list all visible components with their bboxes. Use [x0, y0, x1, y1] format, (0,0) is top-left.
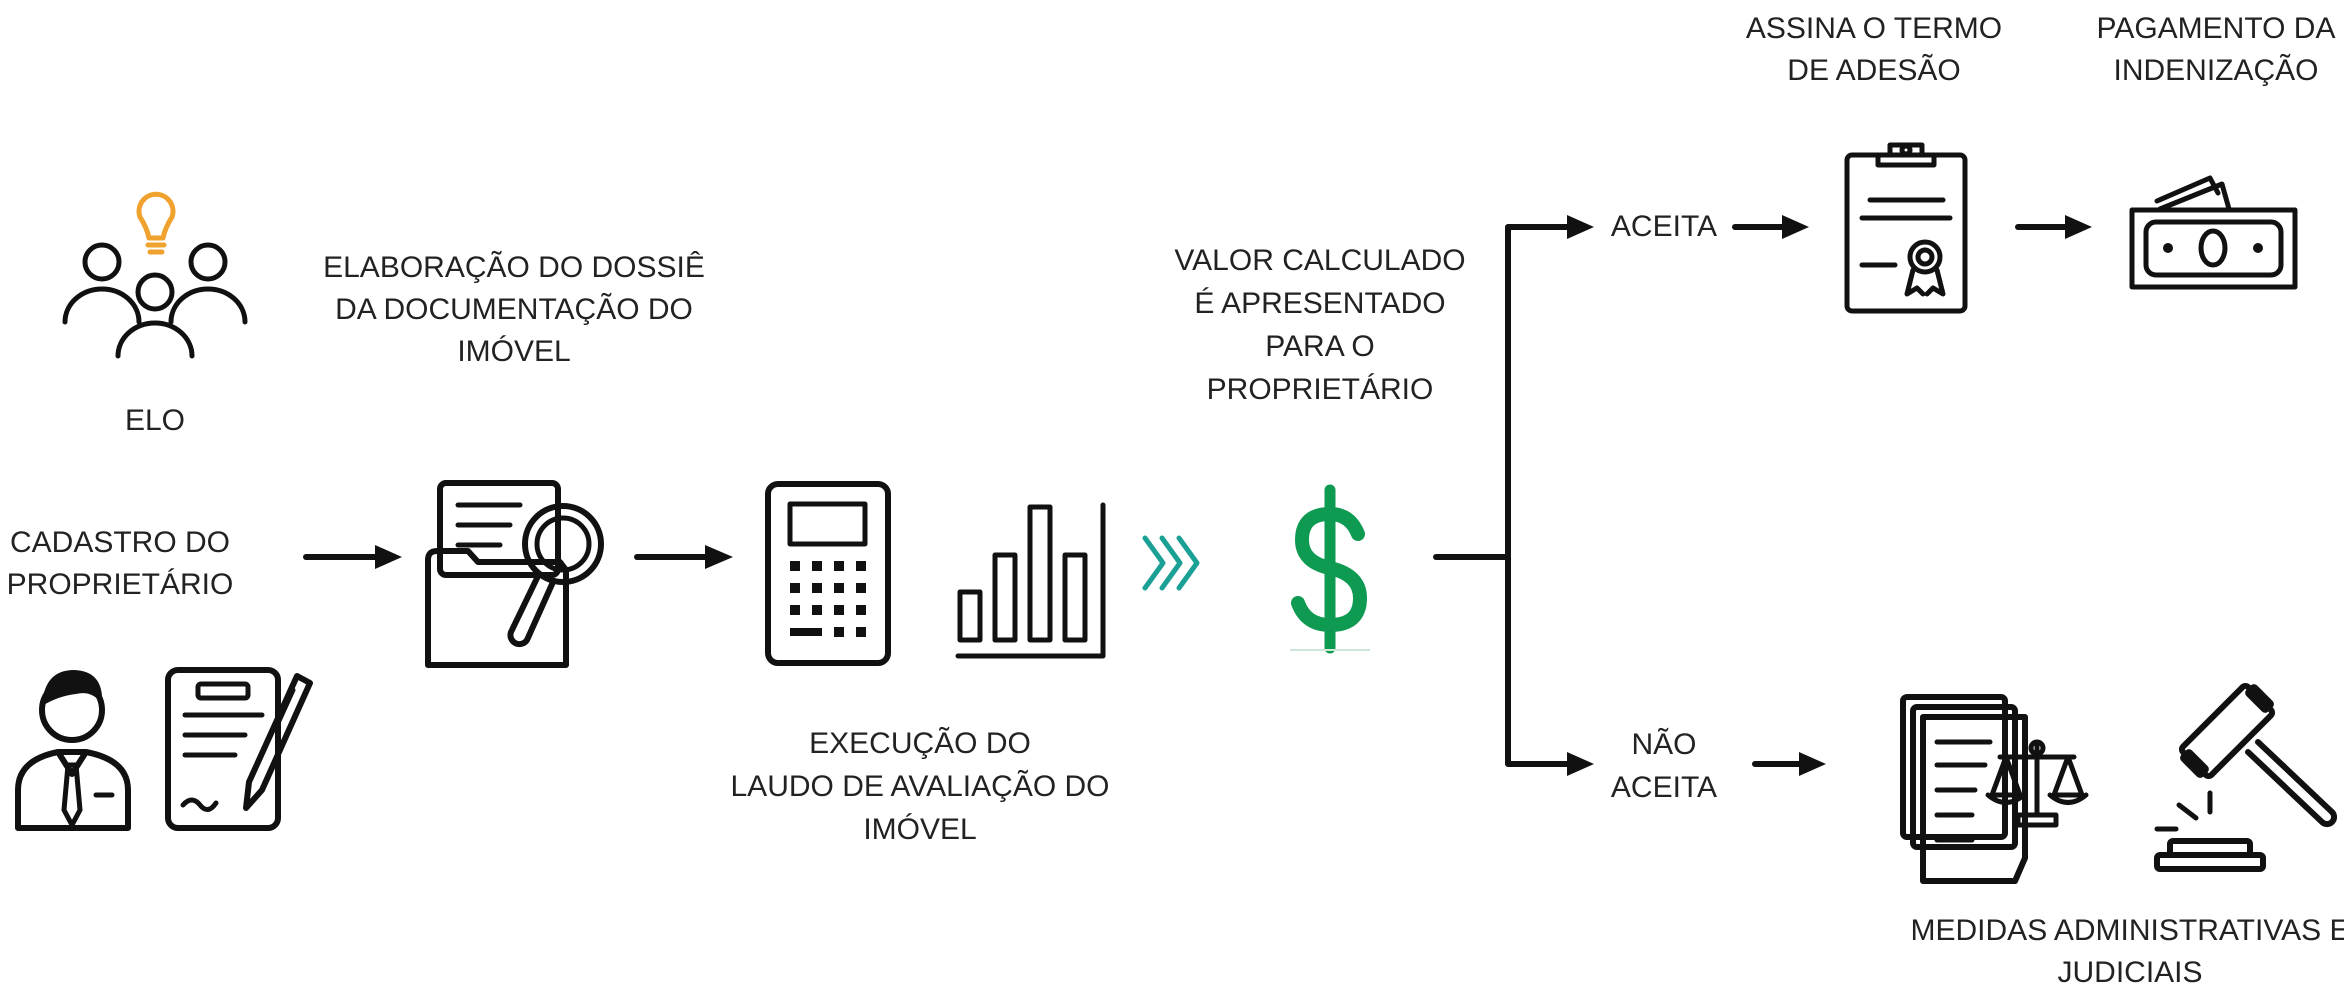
- label-laudo-line2: LAUDO DE AVALIAÇÃO DO: [731, 769, 1110, 803]
- label-pagamento-line1: PAGAMENTO DA: [2097, 12, 2336, 45]
- arrow-nao-aceita-to-medidas: [1752, 752, 1826, 776]
- label-termo: ASSINA O TERMO DE ADESÃO: [1746, 12, 2002, 87]
- label-medidas-line1: MEDIDAS ADMINISTRATIVAS E: [1911, 914, 2344, 947]
- businessman-icon: [15, 670, 131, 831]
- label-laudo-line1: EXECUÇÃO DO: [809, 726, 1031, 760]
- label-dossie: ELABORAÇÃO DO DOSSIÊ DA DOCUMENTAÇÃO DO …: [323, 250, 705, 368]
- chevrons-icon: [1142, 535, 1200, 591]
- label-termo-line2: DE ADESÃO: [1787, 53, 1960, 87]
- label-laudo: EXECUÇÃO DO LAUDO DE AVALIAÇÃO DO IMÓVEL: [731, 726, 1110, 846]
- arrow-aceita-to-termo: [1732, 215, 1809, 239]
- label-termo-line1: ASSINA O TERMO: [1746, 12, 2002, 45]
- label-pagamento-line2: INDENIZAÇÃO: [2113, 53, 2318, 87]
- label-valor: VALOR CALCULADO É APRESENTADO PARA O PRO…: [1174, 244, 1465, 406]
- label-valor-line1: VALOR CALCULADO: [1174, 244, 1465, 277]
- arrow-cadastro-to-dossie: [303, 545, 402, 569]
- calculator-icon: [765, 481, 891, 666]
- calculator-keys: [790, 561, 866, 637]
- team-icon: [62, 191, 248, 359]
- label-valor-line4: PROPRIETÁRIO: [1207, 373, 1434, 406]
- certificate-clipboard-icon: [1844, 142, 1968, 314]
- label-aceita: ACEITA: [1611, 210, 1717, 243]
- label-laudo-line3: IMÓVEL: [863, 813, 976, 846]
- label-dossie-line3: IMÓVEL: [457, 335, 570, 368]
- gavel-icon: [2154, 682, 2338, 872]
- arrow-termo-to-pagamento: [2015, 215, 2092, 239]
- legal-documents-icon: [1900, 694, 2089, 884]
- contract-signing-icon: [165, 667, 313, 831]
- label-valor-line3: PARA O: [1265, 330, 1374, 363]
- label-elo: ELO: [125, 404, 185, 437]
- label-medidas-line2: JUDICIAIS: [2057, 956, 2202, 987]
- bar-chart-icon: [955, 502, 1106, 659]
- money-bills-icon: [2129, 175, 2298, 290]
- dollar-sign-icon: [1290, 484, 1370, 654]
- branch-connector: [1433, 215, 1594, 776]
- label-cadastro-line1: CADASTRO DO: [10, 526, 230, 559]
- arrow-dossie-to-laudo: [634, 545, 733, 569]
- label-pagamento: PAGAMENTO DA INDENIZAÇÃO: [2097, 12, 2336, 87]
- label-nao-aceita-line2: ACEITA: [1611, 771, 1717, 804]
- label-cadastro: CADASTRO DO PROPRIETÁRIO: [7, 526, 234, 601]
- folder-search-icon: [425, 480, 604, 668]
- label-nao-aceita: NÃO ACEITA: [1611, 727, 1717, 804]
- lightbulb-icon: [136, 191, 176, 255]
- label-medidas: MEDIDAS ADMINISTRATIVAS E JUDICIAIS: [1911, 914, 2344, 987]
- label-dossie-line1: ELABORAÇÃO DO DOSSIÊ: [323, 250, 705, 284]
- label-valor-line2: É APRESENTADO: [1194, 287, 1445, 320]
- label-nao-aceita-line1: NÃO: [1631, 727, 1696, 761]
- label-cadastro-line2: PROPRIETÁRIO: [7, 568, 234, 601]
- label-dossie-line2: DA DOCUMENTAÇÃO DO: [335, 292, 693, 326]
